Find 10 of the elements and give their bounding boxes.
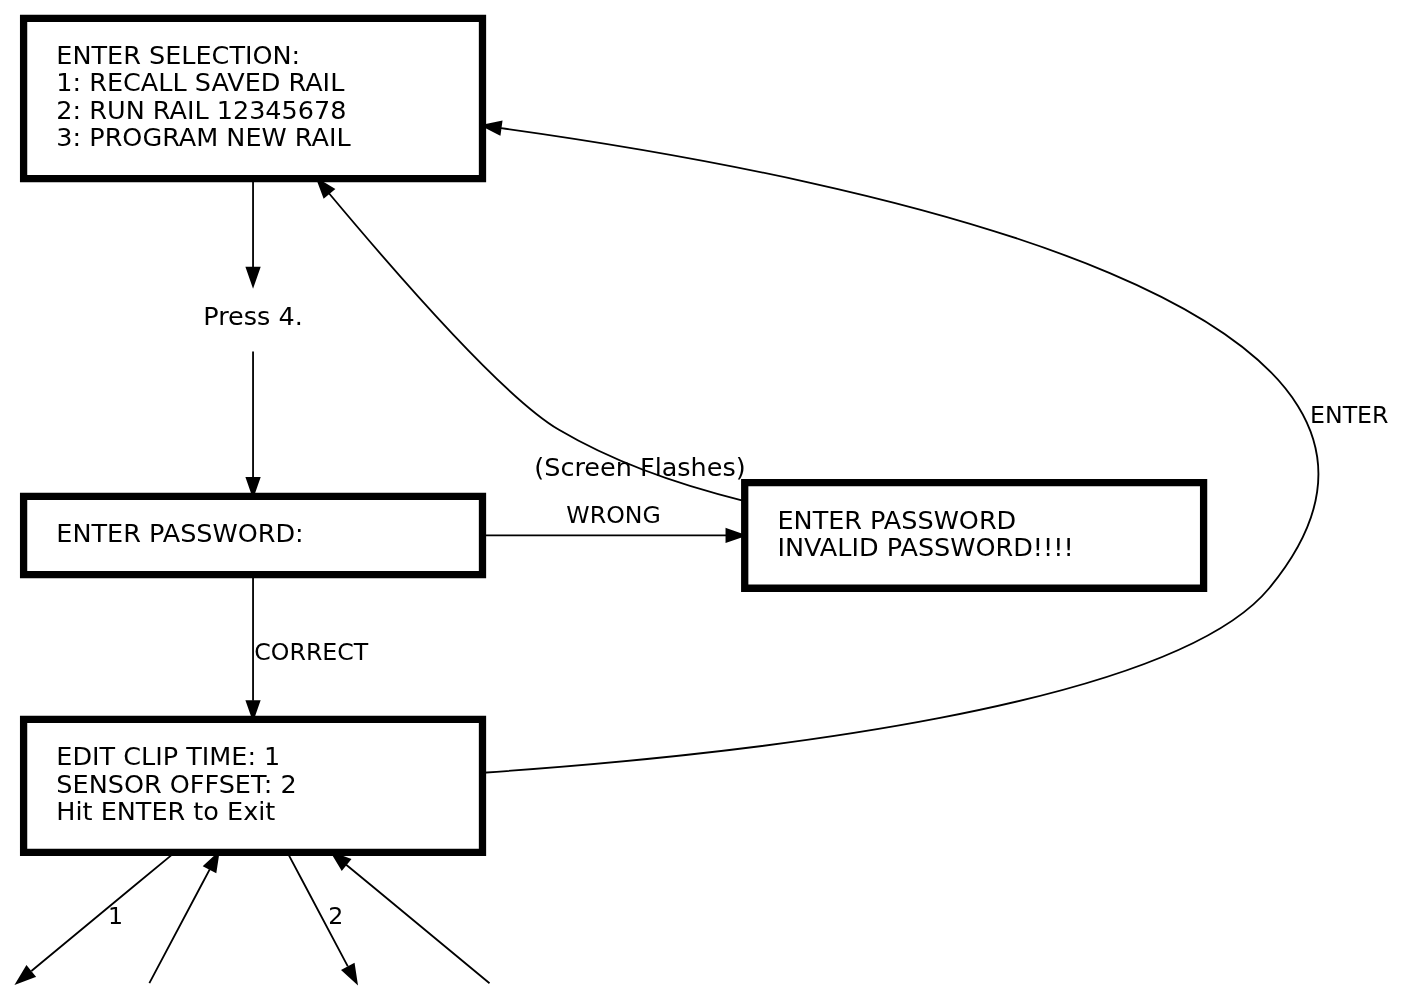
node-text: Press 4. [203, 300, 303, 331]
node-box: ENTER SELECTION: 1: RECALL SAVED RAIL 2: RUN RAIL 12345678 3: PROGRAM NEW RAIL [19, 14, 487, 182]
node-box: EDIT CLIP TIME: 1 SENSOR OFFSET: 2 Hit ENTER to Exit [19, 715, 487, 856]
edge-label: ENTER [1310, 400, 1389, 429]
edge-label: CORRECT [254, 637, 369, 666]
node-box: ENTER PASSWORD INVALID PASSWORD!!!! [741, 478, 1208, 592]
node-box: ENTER PASSWORD: [19, 492, 487, 578]
edge-label: WRONG [566, 500, 661, 529]
edge-label: 2 [328, 901, 344, 930]
edge-label: 1 [108, 901, 124, 930]
